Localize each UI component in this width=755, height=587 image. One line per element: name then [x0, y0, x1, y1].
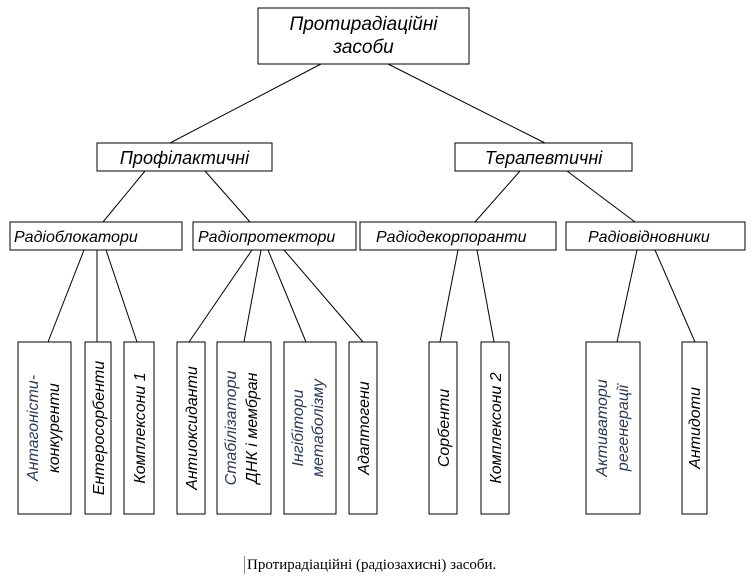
group-radiorestorers: Радіовідновники	[565, 221, 746, 251]
leaf-inhibitors-line2: метаболізму	[310, 378, 327, 477]
group-radioblockers: Радіоблокатори	[9, 221, 183, 251]
edge-radiodecorporants-complexons2	[476, 249, 495, 343]
leaf-antagonists: Антагоністи- конкуренти	[17, 341, 72, 515]
root-label-line2: засоби	[332, 37, 394, 58]
branch-therapeutic-label: Терапевтичні	[485, 148, 604, 168]
group-radioprotectors-label: Радіопротектори	[198, 229, 335, 246]
leaf-inhibitors: Інгібітори метаболізму	[283, 341, 337, 515]
edge-radioprotectors-inhibitors	[267, 249, 307, 343]
group-radiodecorporants-label: Радіодекорпоранти	[376, 229, 527, 246]
leaf-activators-line2: регенерації	[615, 382, 632, 472]
leaf-complexons1: Комплексони 1	[123, 341, 155, 515]
edge-radiodecorporants-sorbents	[439, 249, 459, 343]
leaf-activators-line1: Активатори	[594, 379, 611, 477]
edge-radioprotectors-antioxidants	[188, 249, 253, 343]
branch-prophylactic-label: Профілактичні	[120, 148, 250, 168]
leaf-enterosorbents-label: Ентеросорбенти	[91, 361, 108, 495]
group-radioprotectors: Радіопротектори	[192, 221, 357, 251]
edge-prophylactic-radioprotectors	[204, 170, 251, 223]
root-label-line1: Протирадіаційні	[289, 14, 438, 35]
leaf-antidotes-label: Антидоти	[687, 387, 704, 470]
leaf-stabilizers-line2: ДНК і мембран	[244, 372, 261, 485]
edge-radiorestorers-antidotes	[654, 249, 696, 343]
edge-prophylactic-radioblockers	[102, 170, 146, 223]
leaf-complexons2: Комплексони 2	[480, 341, 510, 515]
branch-therapeutic: Терапевтичні	[454, 142, 633, 172]
edge-radioprotectors-stabilizers	[243, 249, 262, 343]
group-radiodecorporants: Радіодекорпоранти	[359, 221, 557, 251]
root-node: Протирадіаційні засоби	[257, 7, 470, 65]
leaf-antagonists-line1: Антагоністи-	[25, 375, 42, 482]
leaf-antidotes: Антидоти	[681, 341, 708, 515]
edge-radioblockers-complexons1	[105, 249, 138, 343]
leaf-complexons1-label: Комплексони 1	[132, 372, 149, 483]
figure-caption: Протирадіаційні (радіозахисні) засоби.	[244, 556, 496, 574]
leaf-sorbents: Сорбенти	[428, 341, 458, 515]
leaf-activators: Активатори регенерації	[585, 341, 641, 515]
edge-root-prophylactic	[169, 63, 322, 144]
edge-radioblockers-antagonists	[47, 249, 85, 343]
group-radioblockers-label: Радіоблокатори	[14, 229, 138, 246]
edge-therapeutic-radiorestorers	[566, 170, 636, 223]
leaf-stabilizers: Стабілізатори ДНК і мембран	[216, 341, 272, 515]
edge-radioprotectors-adaptogens	[283, 249, 364, 343]
leaf-complexons2-label: Комплексони 2	[488, 372, 505, 483]
branch-prophylactic: Профілактичні	[96, 142, 273, 172]
leaf-inhibitors-line1: Інгібітори	[290, 389, 307, 466]
leaf-antioxidants-label: Антиоксиданти	[184, 366, 201, 491]
group-radiorestorers-label: Радіовідновники	[588, 229, 710, 246]
leaf-adaptogens-label: Адаптогени	[356, 381, 373, 476]
leaf-adaptogens: Адаптогени	[348, 341, 378, 515]
leaf-sorbents-label: Сорбенти	[436, 389, 453, 467]
leaf-antagonists-line2: конкуренти	[46, 383, 63, 473]
leaf-enterosorbents: Ентеросорбенти	[84, 341, 112, 515]
edge-root-therapeutic	[387, 63, 546, 144]
edge-therapeutic-radiodecorporants	[474, 170, 521, 223]
edge-radiorestorers-activators	[616, 249, 638, 343]
leaf-antioxidants: Антиоксиданти	[176, 341, 206, 515]
leaf-stabilizers-line1: Стабілізатори	[223, 371, 240, 486]
connectors	[47, 63, 696, 343]
